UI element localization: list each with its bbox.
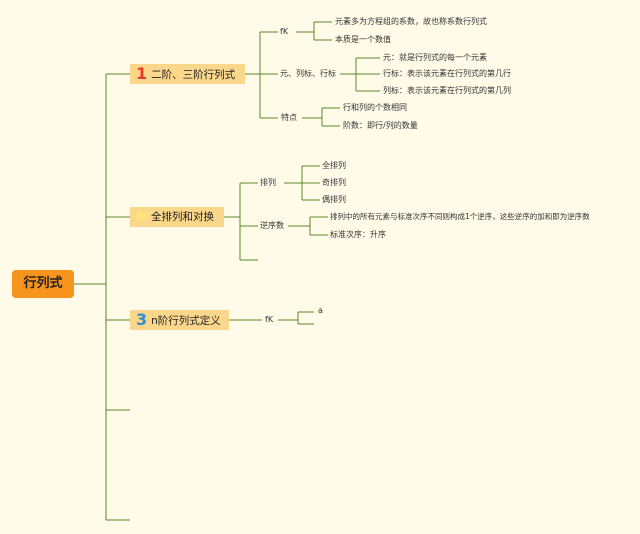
branch-3-label: n阶行列式定义 — [151, 315, 221, 327]
branch-1-label: 二阶、三阶行列式 — [151, 69, 236, 81]
b1-tedian-item[interactable]: 阶数：即行/列的数量 — [343, 121, 418, 130]
b2-pailie-node[interactable]: 排列 — [260, 178, 276, 187]
b1-tedian-node[interactable]: 特点 — [281, 113, 297, 122]
b2-nixu-item[interactable]: 排列中的所有元素与标准次序不同则构成1个逆序，这些逆序的加和即为逆序数 — [330, 212, 590, 221]
branch-2-node[interactable]: 全排列和对换 — [130, 207, 224, 227]
branch-3-number: 3 — [136, 310, 148, 329]
b2-pailie-item[interactable]: 奇排列 — [322, 178, 346, 187]
b1-yuan-node[interactable]: 元、列标、行标 — [280, 69, 336, 78]
b1-yuan-item[interactable]: 元：就是行列式的每一个元素 — [383, 53, 487, 62]
b1-tedian-item[interactable]: 行和列的个数相同 — [343, 103, 407, 112]
b1-yuan-item[interactable]: 列标：表示该元素在行列式的第几列 — [383, 86, 511, 95]
b1-fk-item[interactable]: 本质是一个数值 — [335, 35, 391, 44]
lightbulb-icon — [136, 210, 147, 221]
branch-2-label: 全排列和对换 — [151, 211, 214, 223]
branch-1-number: 1 — [136, 64, 148, 83]
b2-nixu-node[interactable]: 逆序数 — [260, 221, 284, 230]
b2-pailie-item[interactable]: 偶排列 — [322, 195, 346, 204]
b3-fk-node[interactable]: fK — [265, 315, 274, 324]
b2-pailie-item[interactable]: 全排列 — [322, 161, 346, 170]
root-node[interactable]: 行列式 — [12, 270, 74, 298]
b1-fk-item[interactable]: 元素多为方程组的系数，故也称系数行列式 — [335, 17, 487, 26]
b1-fk-node[interactable]: fK — [280, 27, 289, 36]
b3-fk-item[interactable]: a — [318, 306, 323, 315]
b1-yuan-item[interactable]: 行标：表示该元素在行列式的第几行 — [383, 69, 511, 78]
b2-nixu-item[interactable]: 标准次序：升序 — [330, 230, 386, 239]
